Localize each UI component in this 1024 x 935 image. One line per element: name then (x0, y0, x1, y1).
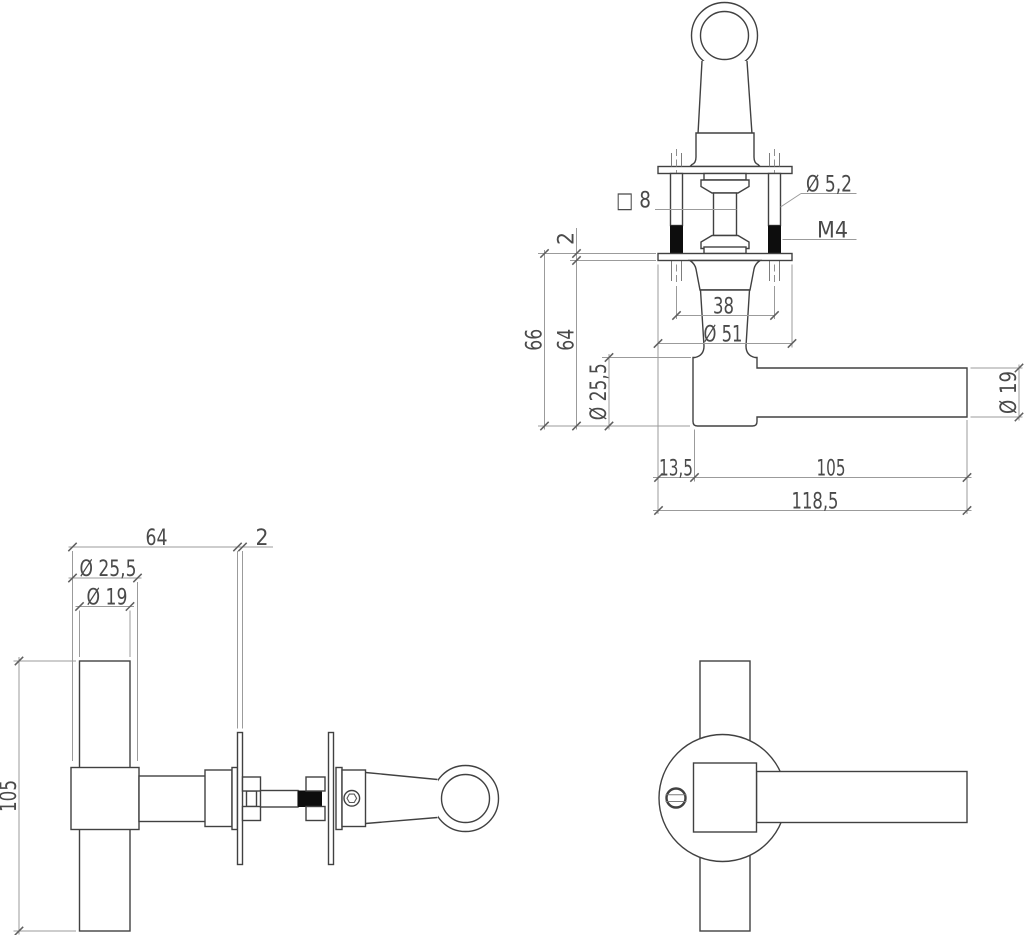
screw-head-icon (665, 787, 687, 809)
collar-lip (231, 766, 239, 831)
dim-hub-offset: 13,5 (659, 457, 693, 482)
mounting-hardware (669, 149, 782, 285)
dim-grip-dia-side: Ø 19 (87, 586, 128, 611)
dim-lever-length: 105 (817, 457, 846, 482)
spindle-shaft (259, 789, 299, 808)
hub (70, 766, 140, 831)
lever-arm-front (755, 770, 968, 824)
dim-rose-thickness-side: 2 (256, 526, 269, 551)
right-bolt (767, 172, 782, 227)
set-screw (343, 789, 361, 807)
spindle-thread-section (298, 790, 322, 807)
hub-arm (138, 775, 207, 823)
dim-handle-depth: 64 (146, 526, 168, 551)
right-bolt-thread-section (768, 225, 781, 254)
collar-lip-far (335, 766, 343, 831)
upper-rose-plate (657, 165, 793, 175)
hex-socket-icon (346, 793, 358, 804)
dim-rose-thickness: 2 (555, 232, 580, 245)
dim-handle-height: 64 (555, 329, 580, 351)
side-view: 64 2 Ø 25,5 Ø 19 105 (0, 526, 500, 935)
left-bolt-thread-section (670, 225, 683, 254)
dim-hub-dia: Ø 25,5 (587, 363, 612, 420)
dim-hub-dia-side: Ø 25,5 (80, 557, 137, 582)
dim-bolt-spacing: 38 (713, 295, 734, 320)
front-view (658, 660, 968, 932)
dimension-ticks (14, 542, 248, 935)
assembly-leaders (655, 193, 857, 240)
ring-grip (688, 1, 762, 168)
dim-bolt-thread: M4 (817, 219, 848, 244)
ring-handle-profile (335, 764, 500, 833)
left-bolt (669, 172, 684, 227)
rose-plate-far (327, 731, 335, 866)
assembly-dimensions: Ø 5,2 □ 8 M4 2 66 64 Ø 25,5 38 Ø 51 13,5… (523, 173, 1024, 516)
collar (204, 769, 233, 828)
dim-bolt-hole-dia: Ø 5,2 (806, 173, 852, 198)
spindle-assembly (241, 776, 326, 822)
dim-height-with-rose: 66 (523, 329, 548, 351)
rose-plate-near (236, 731, 244, 866)
dim-grip-length: 105 (0, 780, 22, 812)
tbar-handle-profile (70, 660, 239, 932)
lever-grip (692, 289, 968, 427)
rose-screw (665, 787, 687, 809)
dim-spindle-square: □ 8 (616, 189, 651, 214)
dim-lever-dia: Ø 19 (997, 371, 1022, 414)
square-spindle (700, 172, 750, 255)
ring-inner (440, 773, 491, 824)
lower-rose-plate (657, 252, 793, 262)
lower-collar (687, 259, 763, 291)
dim-total-length: 118,5 (792, 490, 839, 515)
screw-slot-icon (665, 794, 687, 802)
side-dimensions: 64 2 Ø 25,5 Ø 19 105 (0, 526, 273, 935)
dim-rose-dia: Ø 51 (704, 323, 743, 348)
hub-square-front (692, 762, 758, 833)
assembly-view: Ø 5,2 □ 8 M4 2 66 64 Ø 25,5 38 Ø 51 13,5… (523, 1, 1024, 516)
